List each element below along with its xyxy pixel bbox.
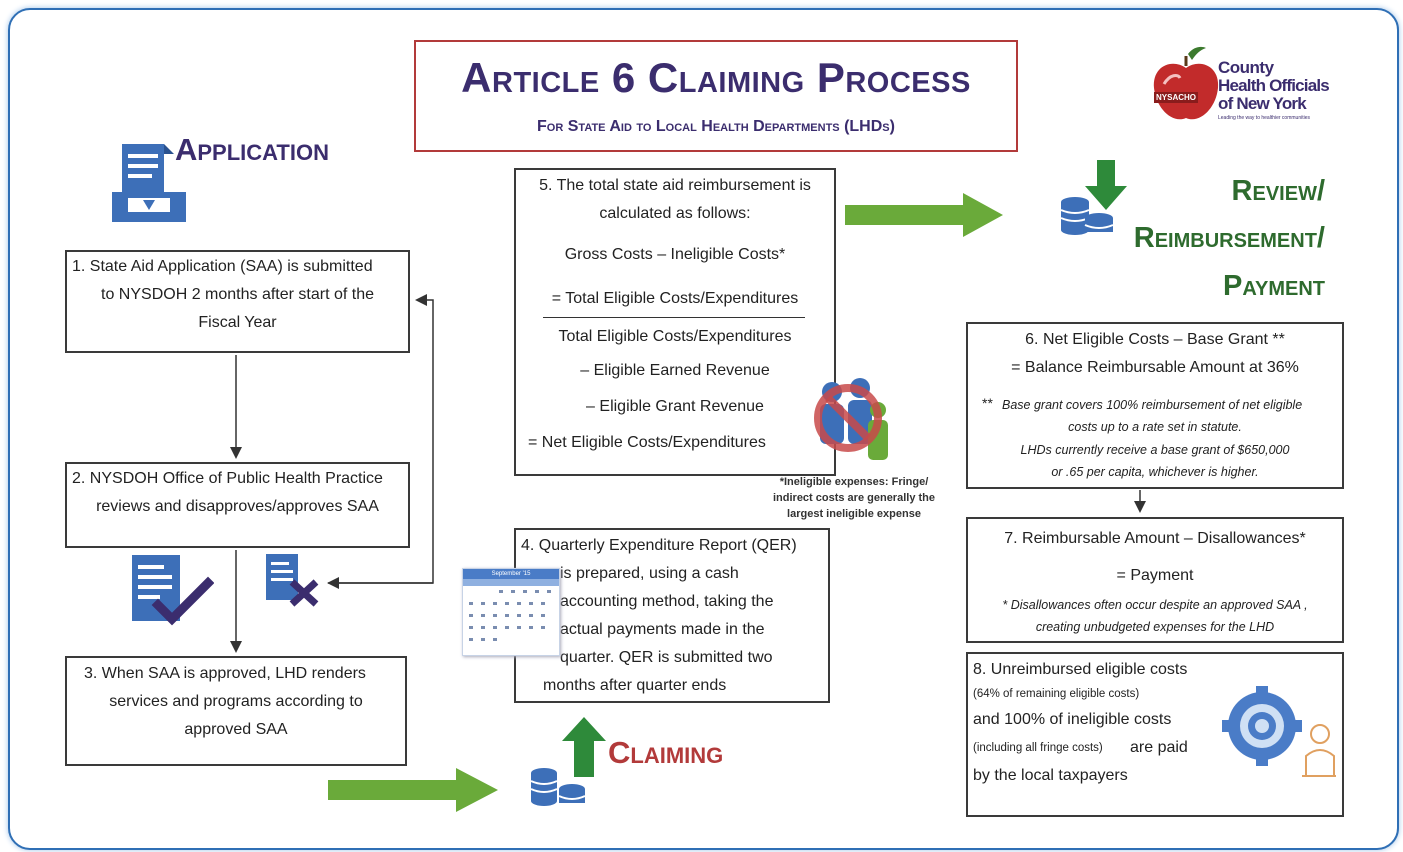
calendar-header: September '15 <box>463 569 559 579</box>
step-8-line4b: are paid <box>1130 739 1188 756</box>
step-2-line2: reviews and disapproves/approves SAA <box>96 498 379 515</box>
calendar-icon: September '15 <box>462 568 560 656</box>
step-7-line3: * Disallowances often occur despite an a… <box>1002 598 1308 612</box>
step-7-box <box>966 517 1344 643</box>
step-5-line5: Total Eligible Costs/Expenditures <box>558 328 792 345</box>
page-subtitle: For State Aid to Local Health Department… <box>537 118 895 135</box>
logo-line3: of New York <box>1218 94 1307 113</box>
application-heading: Application <box>175 132 329 167</box>
ineligible-no-icon <box>814 378 888 460</box>
step-5-line2: calculated as follows: <box>599 205 751 222</box>
step-4-line3: accounting method, taking the <box>560 593 774 610</box>
logo-badge: NYSACHO <box>1154 92 1199 103</box>
step-8-line5: by the local taxpayers <box>973 767 1128 784</box>
green-arrow-to-claiming <box>328 768 498 812</box>
step-6-line3: Base grant covers 100% reimbursement of … <box>1002 398 1303 412</box>
claiming-coins-up-icon <box>530 717 606 806</box>
page-title: Article 6 Claiming Process <box>461 54 971 101</box>
calendar-weekdays <box>463 579 559 586</box>
step-5-line4: = Total Eligible Costs/Expenditures <box>551 290 799 307</box>
ineligible-note-line3: largest ineligible expense <box>787 508 921 520</box>
review-heading-line3: Payment <box>1223 270 1325 302</box>
step-8-line2: (64% of remaining eligible costs) <box>973 688 1140 700</box>
review-heading-line2: Reimbursement/ <box>1133 222 1325 254</box>
step-5-divider <box>543 317 805 318</box>
logo-line1: County <box>1218 58 1274 77</box>
step-5-line1: 5. The total state aid reimbursement is <box>539 177 811 194</box>
step-4-line4: actual payments made in the <box>560 621 765 638</box>
step-5-line6: – Eligible Earned Revenue <box>580 362 770 379</box>
step-8-line3: and 100% of ineligible costs <box>973 711 1172 728</box>
logo-tagline: Leading the way to healthier communities <box>1218 115 1310 121</box>
apple-logo-icon <box>1153 46 1219 120</box>
step-6-line5: LHDs currently receive a base grant of $… <box>1020 443 1290 457</box>
step-5-box <box>514 168 836 476</box>
approved-document-icon <box>132 555 214 626</box>
review-heading-line1: Review/ <box>1231 175 1325 207</box>
step-4-line1: 4. Quarterly Expenditure Report (QER) <box>521 537 797 554</box>
step-3-line3: approved SAA <box>184 721 288 738</box>
step-1-line1: 1. State Aid Application (SAA) is submit… <box>72 258 373 275</box>
step-5-line7: – Eligible Grant Revenue <box>586 398 764 415</box>
step-3-line1: 3. When SAA is approved, LHD renders <box>84 665 366 682</box>
application-tray-icon <box>112 144 186 222</box>
step-6-mark: ** <box>982 395 993 411</box>
ineligible-note-line1: *Ineligible expenses: Fringe/ <box>779 476 929 488</box>
step-6-line4: costs up to a rate set in statute. <box>1068 420 1242 434</box>
taxpayer-gear-icon <box>1222 686 1336 777</box>
ineligible-note-line2: indirect costs are generally the <box>772 492 935 504</box>
step-6-line2: = Balance Reimbursable Amount at 36% <box>1011 359 1299 376</box>
step-6-line1: 6. Net Eligible Costs – Base Grant ** <box>1025 331 1285 348</box>
claiming-heading: Claiming <box>608 735 724 770</box>
step-4-box <box>514 528 830 703</box>
step-5-line8: = Net Eligible Costs/Expenditures <box>528 434 766 451</box>
step-6-box <box>966 322 1344 489</box>
review-coins-down-icon <box>1060 160 1127 235</box>
step-3-box <box>65 656 407 766</box>
calendar-grid <box>469 590 551 641</box>
step-1-box <box>65 250 410 353</box>
rejected-document-icon <box>266 554 319 607</box>
step-2-line1: 2. NYSDOH Office of Public Health Practi… <box>72 470 383 487</box>
step-6-line6: or .65 per capita, whichever is higher. <box>1051 465 1259 479</box>
step-1-line2: to NYSDOH 2 months after start of the <box>101 286 374 303</box>
step-7-line2: = Payment <box>1116 567 1194 584</box>
step-7-line4: creating unbudgeted expenses for the LHD <box>1035 620 1275 634</box>
step-8-line1: 8. Unreimbursed eligible costs <box>973 661 1188 678</box>
arrow-disapproved-loop <box>328 294 434 584</box>
step-5-line3: Gross Costs – Ineligible Costs* <box>564 246 786 263</box>
step-1-line3: Fiscal Year <box>198 314 277 331</box>
step-4-line5: quarter. QER is submitted two <box>560 649 773 666</box>
nysacho-logo: NYSACHO County Health Officials of New Y… <box>1150 44 1350 130</box>
green-arrow-to-review <box>845 193 1003 237</box>
logo-line2: Health Officials <box>1218 76 1330 95</box>
step-8-line4a: (including all fringe costs) <box>973 742 1103 754</box>
title-box: Article 6 Claiming Process For State Aid… <box>414 40 1018 152</box>
step-4-line6: months after quarter ends <box>543 677 727 694</box>
step-3-line2: services and programs according to <box>109 693 363 710</box>
step-7-line1: 7. Reimbursable Amount – Disallowances* <box>1004 530 1306 547</box>
step-2-box <box>65 462 410 548</box>
step-4-line2: is prepared, using a cash <box>560 565 739 582</box>
